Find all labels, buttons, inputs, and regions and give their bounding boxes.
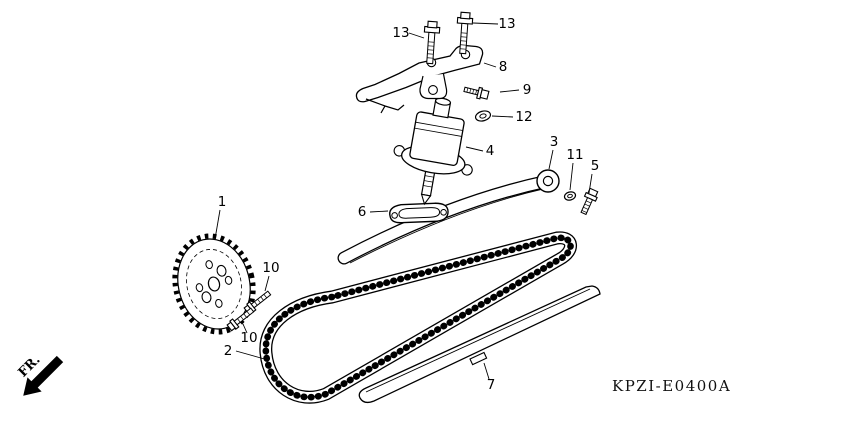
bolt-threads (460, 32, 468, 50)
callout-12: 12 (491, 109, 533, 125)
sprocket-teeth (172, 233, 256, 335)
part-number-label: 11 (566, 147, 583, 163)
bracket-hinge-hole (428, 85, 438, 95)
callout-5: 5 (588, 158, 600, 194)
chain-guide-tab (469, 351, 488, 366)
part-number-label: 12 (515, 109, 532, 125)
drawing-code: KPZI-E0400A (612, 377, 731, 395)
leader-line (588, 173, 593, 194)
callout-10-upper: 10 (262, 260, 280, 292)
part-number-label: 7 (487, 377, 496, 393)
gasket (389, 202, 449, 224)
leader-line (569, 162, 574, 191)
bolt-threads (427, 41, 435, 59)
callout-4: 4 (465, 143, 495, 159)
flange-bolt-13-left (423, 20, 441, 65)
bolt-hex (460, 11, 471, 20)
sprocket-hole (195, 283, 204, 293)
chain-guide (358, 285, 601, 404)
tensioner-arm-edge (349, 187, 548, 264)
flange-bolt-13-right (456, 11, 474, 55)
part-number-label: 8 (499, 59, 508, 75)
callout-6: 6 (358, 204, 389, 220)
tensioner-lifter (393, 97, 473, 206)
callout-7: 7 (483, 362, 496, 393)
leader-line (465, 146, 484, 152)
sprocket-center-hole (207, 276, 221, 292)
callout-9: 9 (499, 82, 532, 98)
mounting-bracket (355, 44, 484, 114)
leader-line (235, 350, 269, 361)
chain-guide-blade (358, 285, 601, 404)
front-arrow-icon (23, 355, 64, 396)
part-number-label: 10 (262, 260, 279, 276)
bolt-threads (237, 311, 250, 323)
cam-sprocket (172, 233, 256, 335)
callout-13-upper-left: 13 (392, 25, 425, 41)
washer-hole (567, 193, 573, 199)
bolt-hex (479, 88, 490, 100)
washer-12 (474, 110, 492, 122)
part-number-label: 1 (218, 194, 227, 210)
leader-line (472, 22, 499, 25)
gasket-hole-right (440, 209, 447, 216)
leader-line (369, 210, 389, 213)
leader-line (214, 209, 221, 240)
part-number-label: 9 (523, 82, 532, 98)
callout-11: 11 (566, 147, 584, 191)
flange-bolt-10-lower (226, 307, 255, 332)
lifter-body-lines (414, 121, 463, 137)
bolt-threads (581, 200, 592, 213)
callout-1: 1 (214, 194, 227, 240)
tensioner-arm-pivot-hole (542, 175, 554, 187)
part-number-label: 13 (392, 25, 409, 41)
part-number-label: 5 (591, 158, 600, 174)
callout-10-lower: 10 (240, 323, 258, 346)
chain-guide-edge (365, 288, 591, 393)
gasket-hole-left (391, 212, 398, 219)
bolt-hex (427, 20, 438, 29)
bolt-threads (466, 87, 477, 95)
leader-line (408, 32, 425, 39)
sprocket-hole (215, 298, 223, 308)
washer-hole (479, 113, 487, 119)
leader-line (499, 89, 520, 93)
part-number-label: 13 (498, 16, 515, 32)
lifter-neck-top (435, 97, 452, 106)
leader-line (242, 323, 248, 334)
gasket-inner (398, 207, 441, 219)
cam-chain-rollers (262, 234, 574, 401)
sprocket-bolt-hole (216, 264, 227, 277)
bolt-9 (463, 86, 490, 100)
washer-11 (563, 191, 577, 201)
lifter-plunger-tip (420, 193, 432, 206)
part-number-label: 3 (550, 134, 559, 150)
sprocket-hole (224, 275, 233, 285)
sprocket-hole (205, 260, 213, 270)
part-number-label: 10 (240, 330, 257, 346)
leader-line (483, 62, 497, 68)
callout-8: 8 (483, 59, 508, 75)
leader-line (483, 362, 490, 380)
leader-line (264, 275, 270, 292)
callout-13-upper-right: 13 (472, 16, 516, 32)
callout-3: 3 (548, 134, 559, 170)
bracket-lever (365, 98, 405, 114)
part-number-label: 6 (358, 204, 367, 220)
callout-2: 2 (224, 343, 269, 361)
leader-line (548, 149, 554, 170)
bolt-shaft (580, 196, 594, 216)
part-number-label: 2 (224, 343, 233, 359)
leader-line (491, 115, 514, 118)
part-number-label: 4 (486, 143, 495, 159)
cam-chain (259, 231, 577, 404)
lifter-body (409, 111, 465, 167)
sprocket-bolt-hole (201, 291, 212, 304)
bolt-threads (254, 294, 267, 306)
bolt-5 (580, 187, 599, 216)
